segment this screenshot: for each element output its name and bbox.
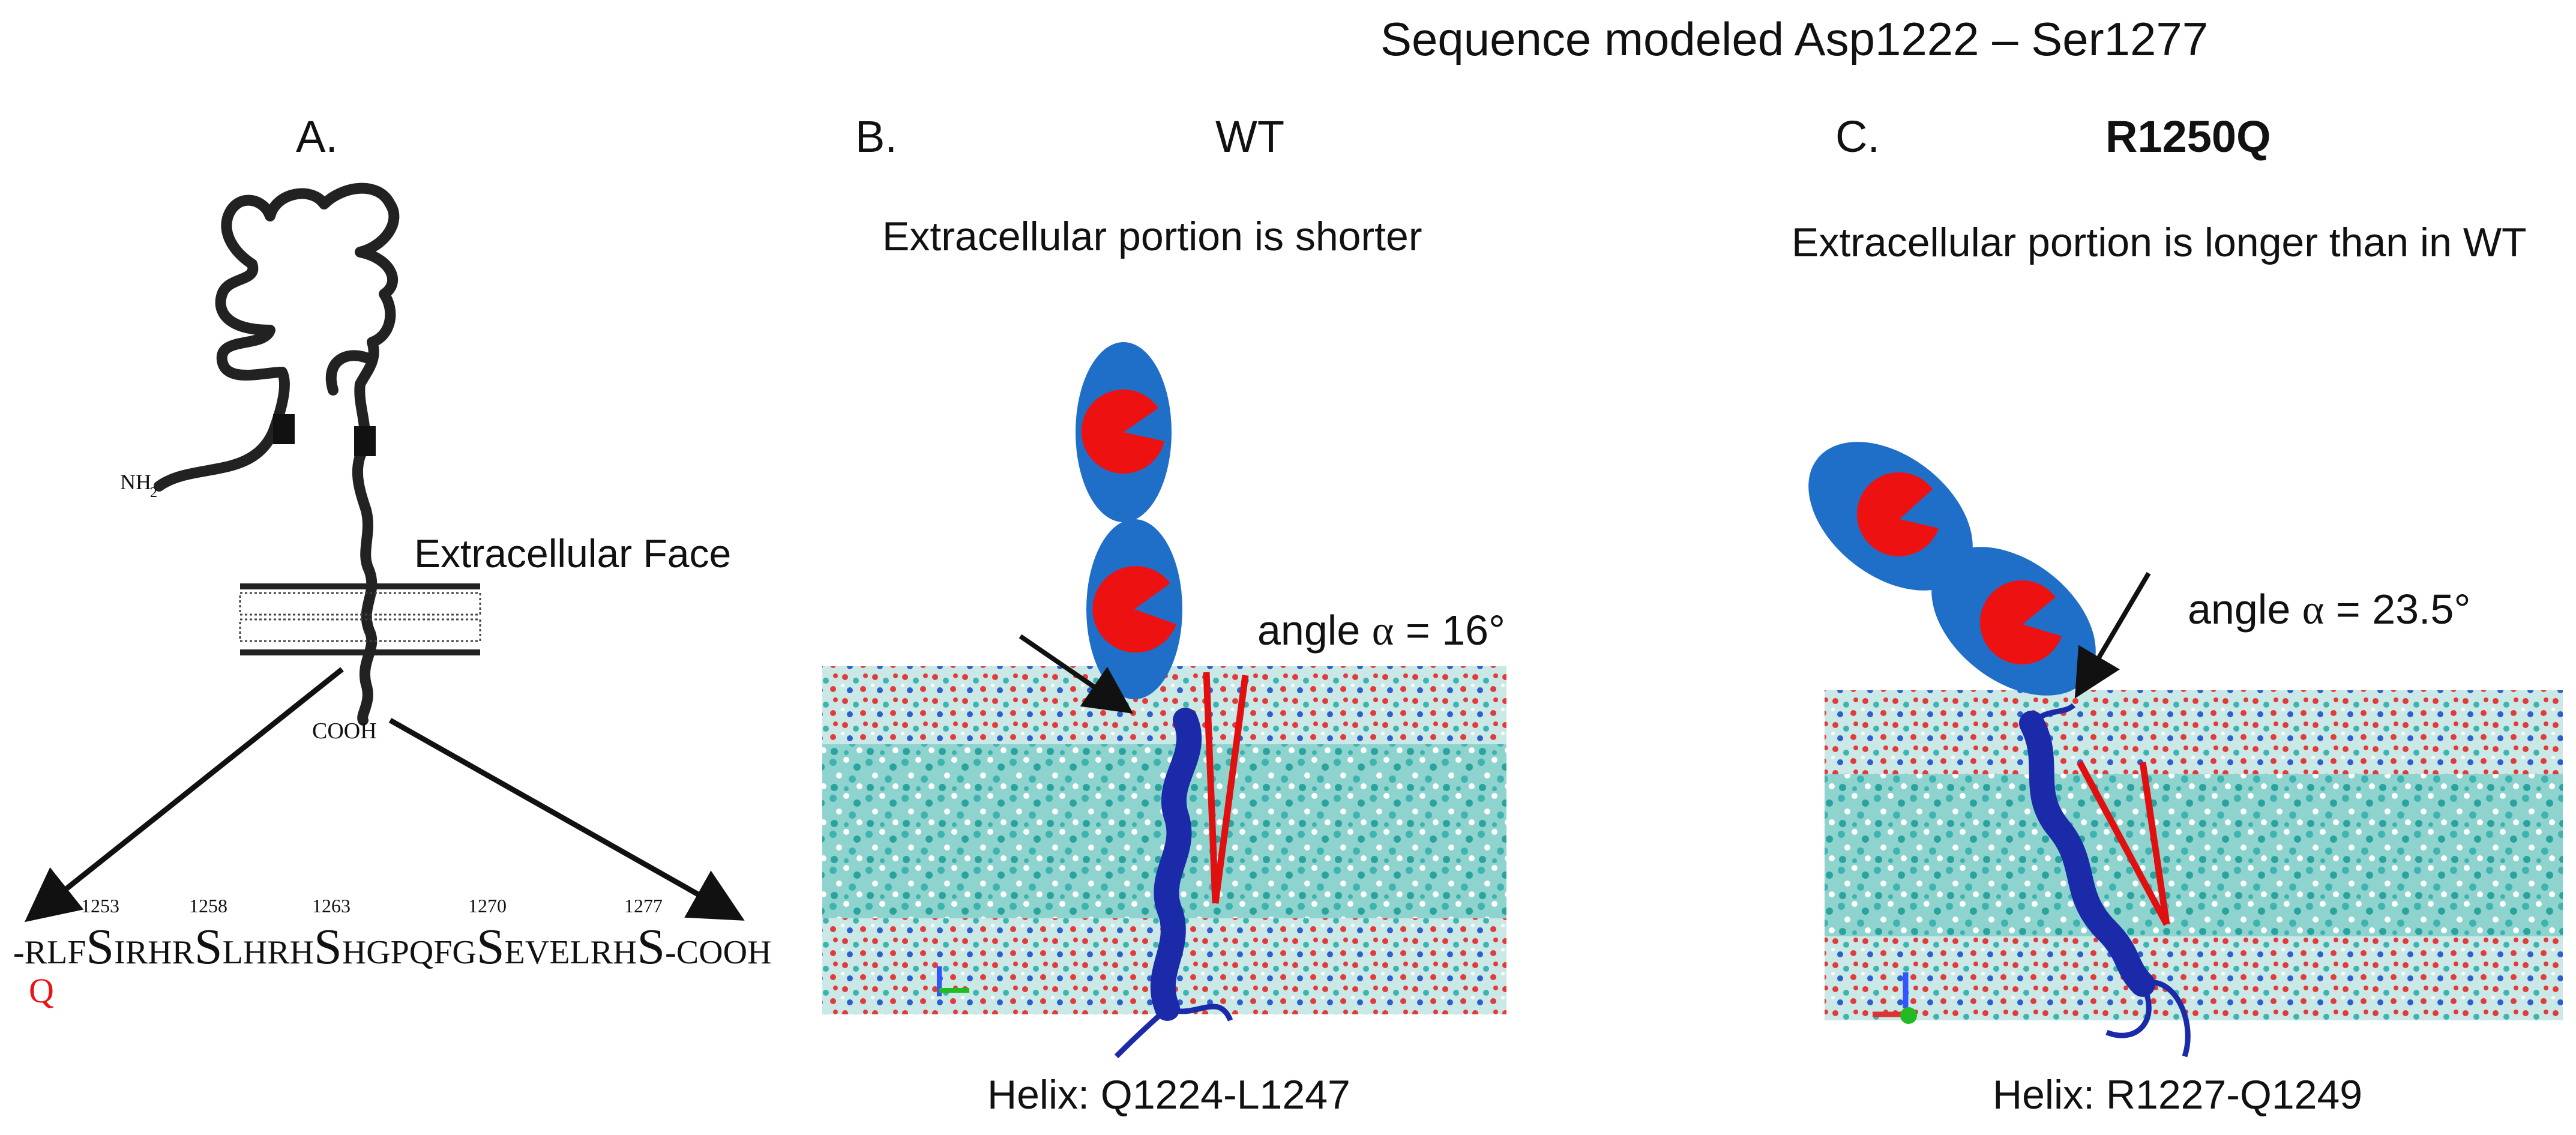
panel-c-subtitle: Extracellular portion is longer than in … — [1792, 220, 2527, 265]
mut-angle-line-1 — [2077, 760, 2170, 926]
position-1253: 1253 — [81, 895, 119, 917]
expand-arrow-left — [24, 667, 344, 923]
position-1277: 1277 — [624, 895, 663, 917]
mut-pacman-left — [1856, 472, 1939, 556]
wt-head-top — [822, 666, 1506, 750]
expand-arrow-right — [388, 718, 745, 921]
wt-pointer-arrow — [1019, 634, 1134, 714]
position-1263: 1263 — [312, 895, 351, 917]
panel-c-simulation — [1808, 442, 2563, 1058]
panel-c-letter: C. — [1835, 112, 1880, 161]
mut-helix — [2019, 711, 2155, 997]
mut-pointer-arrow — [2074, 571, 2151, 699]
panel-b-simulation — [822, 342, 1506, 1059]
mut-pacman-right — [1979, 580, 2062, 664]
nh2-subscript: 2 — [150, 485, 157, 501]
domain-block-right — [354, 426, 376, 456]
nh2-label: NH — [120, 470, 151, 494]
wt-angle-line-2 — [1212, 675, 1249, 904]
membrane-bilayer — [239, 583, 481, 655]
panel-a-diagram: NH 2 COOH Extracellular Face 1253 1258 1… — [13, 182, 771, 1010]
figure-title: Sequence modeled Asp1222 – Ser1277 — [1380, 13, 2209, 65]
wt-helix — [1150, 708, 1202, 1021]
mutation-q: Q — [29, 971, 54, 1010]
position-1270: 1270 — [468, 895, 507, 917]
mut-head-bottom — [1825, 936, 2563, 1020]
wt-pacman-top — [1081, 389, 1164, 474]
panel-b-subtitle: Extracellular portion is shorter — [882, 214, 1422, 259]
mut-head-top — [1825, 690, 2563, 780]
mut-lipid-core — [1825, 774, 2563, 942]
sequence: -RLFSIRHRSLHRHSHGPQFGSEVELRHS-COOH — [13, 919, 771, 975]
panel-b-angle-label: angle α = 16° — [1257, 607, 1506, 654]
position-1258: 1258 — [189, 895, 227, 917]
panel-c-angle-label: angle α = 23.5° — [2188, 586, 2471, 633]
panel-c-name: R1250Q — [2105, 112, 2271, 161]
panel-b-name: WT — [1215, 112, 1285, 161]
cooh-label: COOH — [312, 718, 377, 744]
panel-b-letter: B. — [855, 112, 897, 161]
panel-c-helix-caption: Helix: R1227-Q1249 — [1993, 1072, 2363, 1118]
protein-loop — [154, 182, 400, 726]
panel-a-letter: A. — [296, 112, 338, 161]
extracellular-face-label: Extracellular Face — [414, 531, 731, 576]
wt-angle-line-1 — [1203, 672, 1219, 904]
wt-pacman-bottom — [1092, 566, 1176, 653]
domain-block-left — [273, 414, 295, 444]
panel-b-helix-caption: Helix: Q1224-L1247 — [987, 1072, 1350, 1118]
mut-angle-line-2 — [2139, 762, 2170, 925]
